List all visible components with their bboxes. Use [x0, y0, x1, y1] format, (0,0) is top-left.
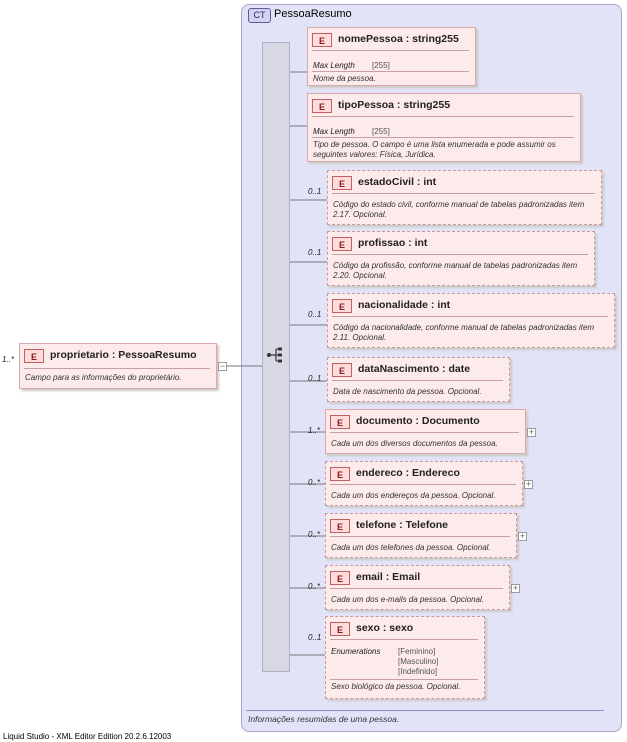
- element-divider: [330, 588, 503, 589]
- element-divider: [332, 254, 588, 255]
- facet-label: Max Length: [313, 61, 355, 70]
- facet-label: Enumerations: [331, 647, 381, 656]
- element-cardinality: 0..*: [308, 530, 321, 539]
- collapse-toggle[interactable]: −: [218, 361, 227, 371]
- sequence-icon[interactable]: [265, 346, 287, 364]
- expand-toggle[interactable]: +: [518, 530, 527, 541]
- element-title: sexo : sexo: [356, 622, 414, 634]
- element-divider: [332, 193, 595, 194]
- element-description: Cada um dos diversos documentos da pesso…: [331, 439, 498, 448]
- element-title: documento : Documento: [356, 415, 480, 427]
- element-cardinality: 0..1: [308, 187, 322, 196]
- element-badge: E: [24, 349, 44, 363]
- facet-value: [255]: [372, 61, 390, 70]
- element-title: dataNascimento : date: [358, 363, 471, 375]
- root-element-type: PessoaResumo: [118, 349, 197, 361]
- element-cardinality: 0..*: [308, 478, 321, 487]
- element-title: email : Email: [356, 571, 421, 583]
- element-description: Tipo de pessoa. O campo é uma lista enum…: [313, 140, 556, 159]
- element-cardinality: 0..*: [308, 582, 321, 591]
- root-divider: [24, 368, 210, 369]
- facet-divider: [312, 137, 574, 138]
- root-cardinality: 1..*: [2, 355, 15, 364]
- element-description: Cada um dos e-mails da pessoa. Opcional.: [331, 595, 484, 604]
- facet-divider: [312, 71, 469, 72]
- facet-value: [Feminino]: [398, 647, 436, 656]
- facet-value: [Indefinido]: [398, 667, 438, 676]
- element-badge: E: [330, 571, 350, 585]
- complex-type-badge: CT: [248, 8, 271, 23]
- element-cardinality: 0..1: [308, 374, 322, 383]
- facet-label: Max Length: [313, 127, 355, 136]
- element-description: Código do estado civil, conforme manual …: [333, 200, 585, 219]
- element-badge: E: [332, 176, 352, 190]
- complex-type-separator: [246, 710, 604, 711]
- expand-toggle[interactable]: +: [524, 478, 533, 489]
- element-badge: E: [332, 363, 352, 377]
- expand-toggle[interactable]: +: [527, 426, 536, 437]
- root-element-proprietario[interactable]: E proprietario : PessoaResumo Campo para…: [19, 343, 217, 389]
- element-cardinality: 1..*: [308, 426, 321, 435]
- element-badge: E: [332, 299, 352, 313]
- element-title: profissao : int: [358, 237, 428, 249]
- complex-type-description: Informações resumidas de uma pessoa.: [248, 714, 400, 724]
- element-divider: [312, 50, 469, 51]
- element-title: tipoPessoa : string255: [338, 99, 451, 111]
- element-description: Cada um dos telefones da pessoa. Opciona…: [331, 543, 491, 552]
- root-description: Campo para as informações do proprietári…: [25, 373, 182, 382]
- element-description: Código da nacionalidade, conforme manual…: [333, 323, 595, 342]
- element-description: Data de nascimento da pessoa. Opcional.: [333, 387, 482, 396]
- complex-type-title: PessoaResumo: [274, 8, 352, 20]
- element-divider: [330, 484, 516, 485]
- root-element-sep: :: [111, 349, 116, 361]
- facet-value: [255]: [372, 127, 390, 136]
- root-element-title: proprietario : PessoaResumo: [50, 349, 196, 361]
- element-title: nacionalidade : int: [358, 299, 451, 311]
- element-cardinality: 0..1: [308, 310, 322, 319]
- element-badge: E: [312, 99, 332, 113]
- element-description: Sexo biológico da pessoa. Opcional.: [331, 682, 461, 691]
- element-title: telefone : Telefone: [356, 519, 448, 531]
- element-title: nomePessoa : string255: [338, 33, 459, 45]
- element-divider: [332, 316, 608, 317]
- element-badge: E: [312, 33, 332, 47]
- element-badge: E: [332, 237, 352, 251]
- element-cardinality: 0..1: [308, 633, 322, 642]
- element-divider: [332, 380, 503, 381]
- element-cardinality: 0..1: [308, 248, 322, 257]
- facet-divider: [330, 679, 478, 680]
- element-divider: [330, 432, 519, 433]
- root-element-name: proprietario: [50, 349, 109, 361]
- element-description: Cada um dos endereços da pessoa. Opciona…: [331, 491, 496, 500]
- element-badge: E: [330, 467, 350, 481]
- element-description: Código da profissão, conforme manual de …: [333, 261, 578, 280]
- element-badge: E: [330, 519, 350, 533]
- element-title: estadoCivil : int: [358, 176, 437, 188]
- element-divider: [330, 639, 478, 640]
- element-description: Nome da pessoa.: [313, 74, 376, 83]
- facet-value: [Masculino]: [398, 657, 439, 666]
- element-divider: [330, 536, 510, 537]
- element-badge: E: [330, 415, 350, 429]
- element-divider: [312, 116, 574, 117]
- element-title: endereco : Endereco: [356, 467, 460, 479]
- expand-toggle[interactable]: +: [511, 582, 520, 593]
- element-badge: E: [330, 622, 350, 636]
- footer-version: Liquid Studio - XML Editor Edition 20.2.…: [3, 732, 172, 741]
